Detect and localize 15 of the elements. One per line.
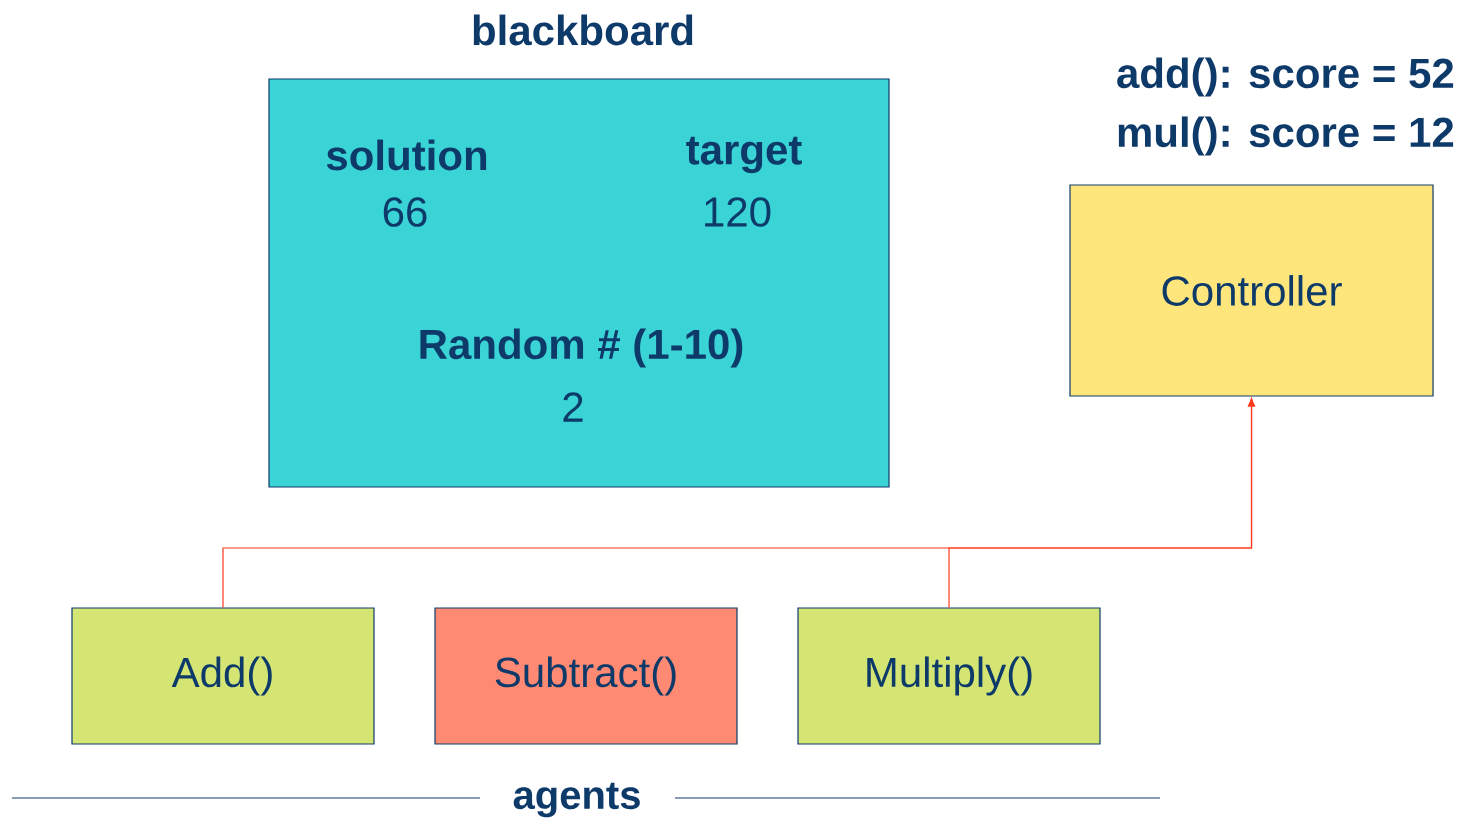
board-title: blackboard: [473, 14, 693, 46]
field-value: 120: [705, 197, 771, 227]
field-name: target: [686, 136, 802, 174]
field-value: 2: [563, 392, 583, 422]
field-value: 66: [383, 197, 427, 227]
score-text: mul(): score = 12: [1118, 116, 1454, 156]
section-label: agents: [513, 782, 640, 818]
field-name: solution: [326, 139, 487, 171]
agent-box: Multiply(): [797, 607, 1101, 745]
controller-box: Controller: [1069, 184, 1434, 397]
agent-box: Subtract(): [434, 607, 738, 745]
score-text: add(): score = 52: [1117, 57, 1454, 97]
field-name: Random # (1-10): [420, 328, 743, 368]
agent-box: Add(): [71, 607, 375, 745]
connector-arrow: [948, 398, 1256, 608]
